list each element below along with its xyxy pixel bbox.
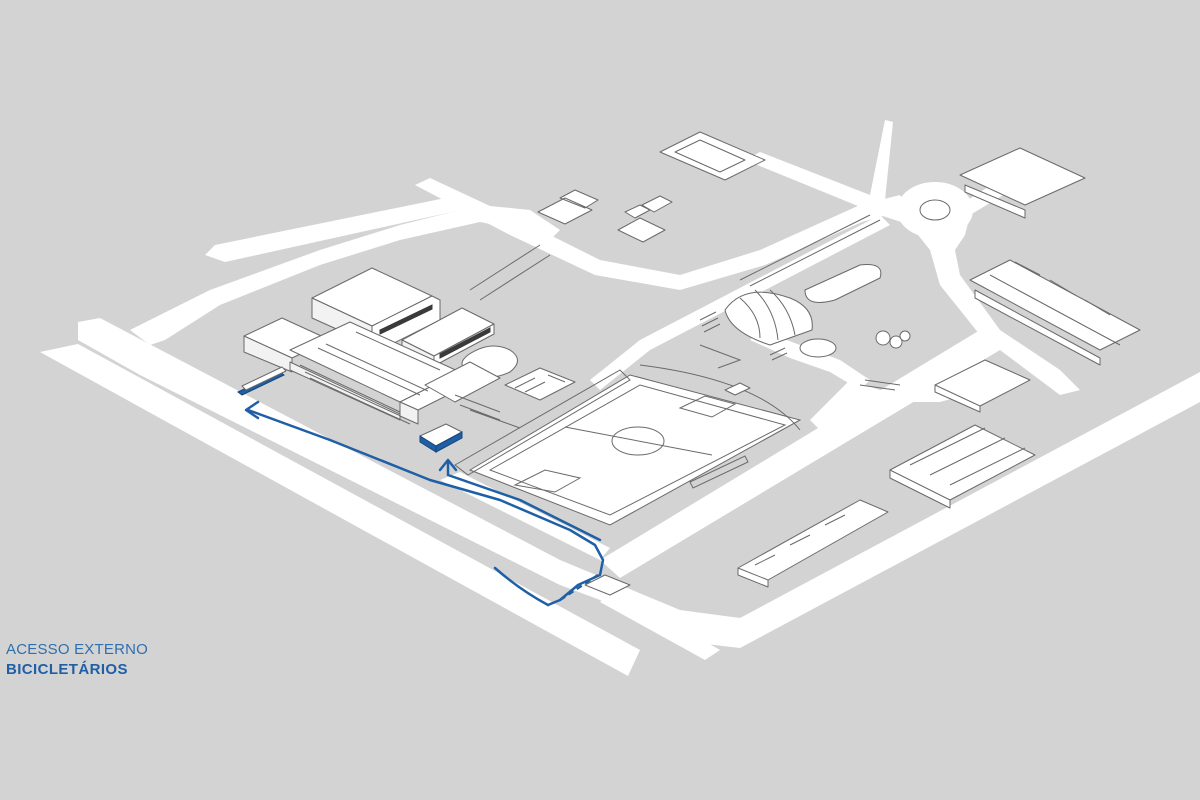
arched-hall-roof xyxy=(724,291,813,346)
building-south-east-row xyxy=(737,499,889,588)
east-inner-road xyxy=(810,380,965,430)
north-road xyxy=(415,178,905,290)
neighbourhood-buildings xyxy=(537,131,1141,596)
stairs-2 xyxy=(769,347,788,361)
route-crossing xyxy=(559,573,599,602)
pond-4 xyxy=(899,330,911,342)
football-field xyxy=(454,364,802,526)
footpath-3 xyxy=(859,379,901,391)
arrowhead-east-icon xyxy=(438,458,458,472)
south-road xyxy=(600,590,720,660)
field-goal-area-right xyxy=(678,395,737,418)
legend: ACESSO EXTERNO BICICLETÁRIOS xyxy=(6,640,148,680)
main-complex xyxy=(243,267,576,429)
arrowhead-west-icon xyxy=(244,400,260,420)
building-east-mid xyxy=(934,359,1031,413)
ramp-1 xyxy=(699,344,742,369)
arched-hall-ribs xyxy=(739,289,796,341)
gym-window-1 xyxy=(379,304,433,335)
field-halfway-line xyxy=(564,426,713,456)
north-west-road xyxy=(205,195,470,262)
school-wall-east xyxy=(399,401,419,425)
house-top-left xyxy=(537,189,599,225)
pond-3 xyxy=(889,335,903,349)
route-line-west xyxy=(246,408,605,607)
footpath-2 xyxy=(739,214,881,287)
school-facade-lines xyxy=(299,364,411,425)
pond-1 xyxy=(799,338,837,358)
building-east-long xyxy=(969,259,1141,366)
central-structures xyxy=(469,214,911,391)
roundabout-island xyxy=(919,199,951,221)
gym-window-3 xyxy=(439,327,491,359)
field-goal-area-left xyxy=(513,469,582,493)
building-east-roof-lines xyxy=(989,261,1121,346)
school-wall-main xyxy=(289,361,401,421)
field-pitch xyxy=(488,384,787,516)
bike-parking-east-2 xyxy=(435,431,463,453)
water-feature xyxy=(804,264,882,303)
plaza-lines xyxy=(454,394,521,429)
pond-2 xyxy=(875,330,891,346)
main-road xyxy=(40,344,640,676)
field-shelter-east xyxy=(724,382,751,396)
playground-detail xyxy=(514,374,566,393)
building-north-east xyxy=(959,147,1086,219)
bike-parking-areas xyxy=(237,366,463,453)
building-south-east-roof xyxy=(754,514,846,566)
legend-subtitle: BICICLETÁRIOS xyxy=(6,661,128,678)
house-top-center xyxy=(617,195,673,243)
entrance-plaza xyxy=(424,361,501,403)
footpath-1 xyxy=(469,244,551,301)
stairs-1 xyxy=(699,311,721,333)
bike-parking-west-shelter xyxy=(241,366,287,391)
guard-house xyxy=(584,574,631,596)
route-line-east xyxy=(446,460,602,542)
school-detail xyxy=(317,331,441,396)
building-east-block-detail xyxy=(909,427,1026,486)
house-cluster-north xyxy=(659,131,766,181)
route-entry xyxy=(493,566,550,607)
field-stand-east xyxy=(689,455,749,489)
school-wall-west xyxy=(243,335,293,373)
bicycle-route xyxy=(244,400,605,607)
legend-title: ACESSO EXTERNO xyxy=(6,641,148,658)
field-access-road xyxy=(750,330,870,390)
field-stand-line xyxy=(454,369,631,476)
field-center-circle xyxy=(611,426,665,456)
building-east-block xyxy=(889,424,1036,509)
